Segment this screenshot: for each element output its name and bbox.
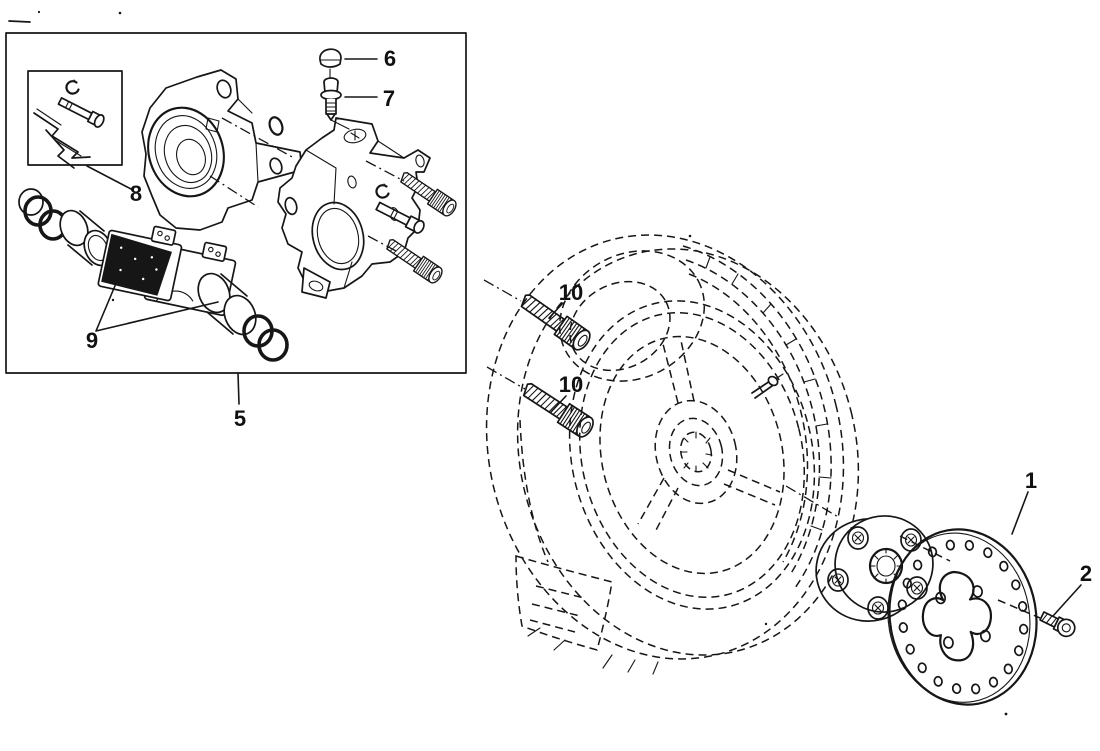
centerline bbox=[483, 279, 526, 390]
valve-stem bbox=[751, 373, 784, 399]
pad-pin-clip-icon bbox=[65, 78, 80, 95]
callout-7[interactable]: 7 bbox=[383, 86, 395, 111]
callout-8[interactable]: 8 bbox=[130, 181, 142, 206]
centerline bbox=[785, 485, 841, 519]
caliper-mount-bolt-lower bbox=[518, 377, 598, 441]
wheel-hub-flange bbox=[785, 485, 934, 622]
piston-seals-right bbox=[242, 314, 289, 362]
callout-9[interactable]: 9 bbox=[86, 328, 98, 353]
callout-6[interactable]: 6 bbox=[384, 46, 396, 71]
brake-pad-inner bbox=[97, 225, 183, 302]
scan-artifacts bbox=[8, 10, 1008, 716]
centerline bbox=[209, 117, 405, 252]
o-ring bbox=[268, 116, 284, 136]
caliper-bracket bbox=[141, 69, 303, 231]
brake-pads bbox=[97, 225, 237, 317]
hub-splines bbox=[680, 431, 713, 473]
wheel-spokes bbox=[637, 335, 781, 535]
piston-seals-left bbox=[18, 188, 68, 241]
pad-spring bbox=[33, 108, 91, 169]
brake-disc bbox=[874, 518, 1050, 717]
callout-5[interactable]: 5 bbox=[234, 406, 246, 431]
caliper-assembly-box bbox=[5, 32, 467, 374]
callouts: 6 7 8 9 5 10 10 1 2 bbox=[86, 46, 1092, 617]
callout-10-upper[interactable]: 10 bbox=[559, 280, 583, 305]
pad-pin bbox=[375, 201, 425, 234]
assembly-frame bbox=[5, 32, 467, 374]
pad-pin bbox=[57, 97, 105, 128]
caliper-body bbox=[277, 117, 431, 299]
pad-pin-kit-inset bbox=[27, 70, 123, 169]
bleeder-cap bbox=[319, 48, 342, 78]
rear-wheel-phantom bbox=[485, 234, 860, 675]
centerline bbox=[899, 535, 951, 562]
bleeder-valve bbox=[320, 77, 350, 130]
caliper-piston-right bbox=[197, 272, 257, 336]
callout-1[interactable]: 1 bbox=[1025, 468, 1037, 493]
callout-10-lower[interactable]: 10 bbox=[559, 372, 583, 397]
centerline bbox=[997, 599, 1041, 619]
tread-marks bbox=[705, 256, 832, 531]
callout-2[interactable]: 2 bbox=[1080, 561, 1092, 586]
tread-marks bbox=[527, 627, 659, 675]
disc-mount-bolt bbox=[997, 599, 1076, 638]
